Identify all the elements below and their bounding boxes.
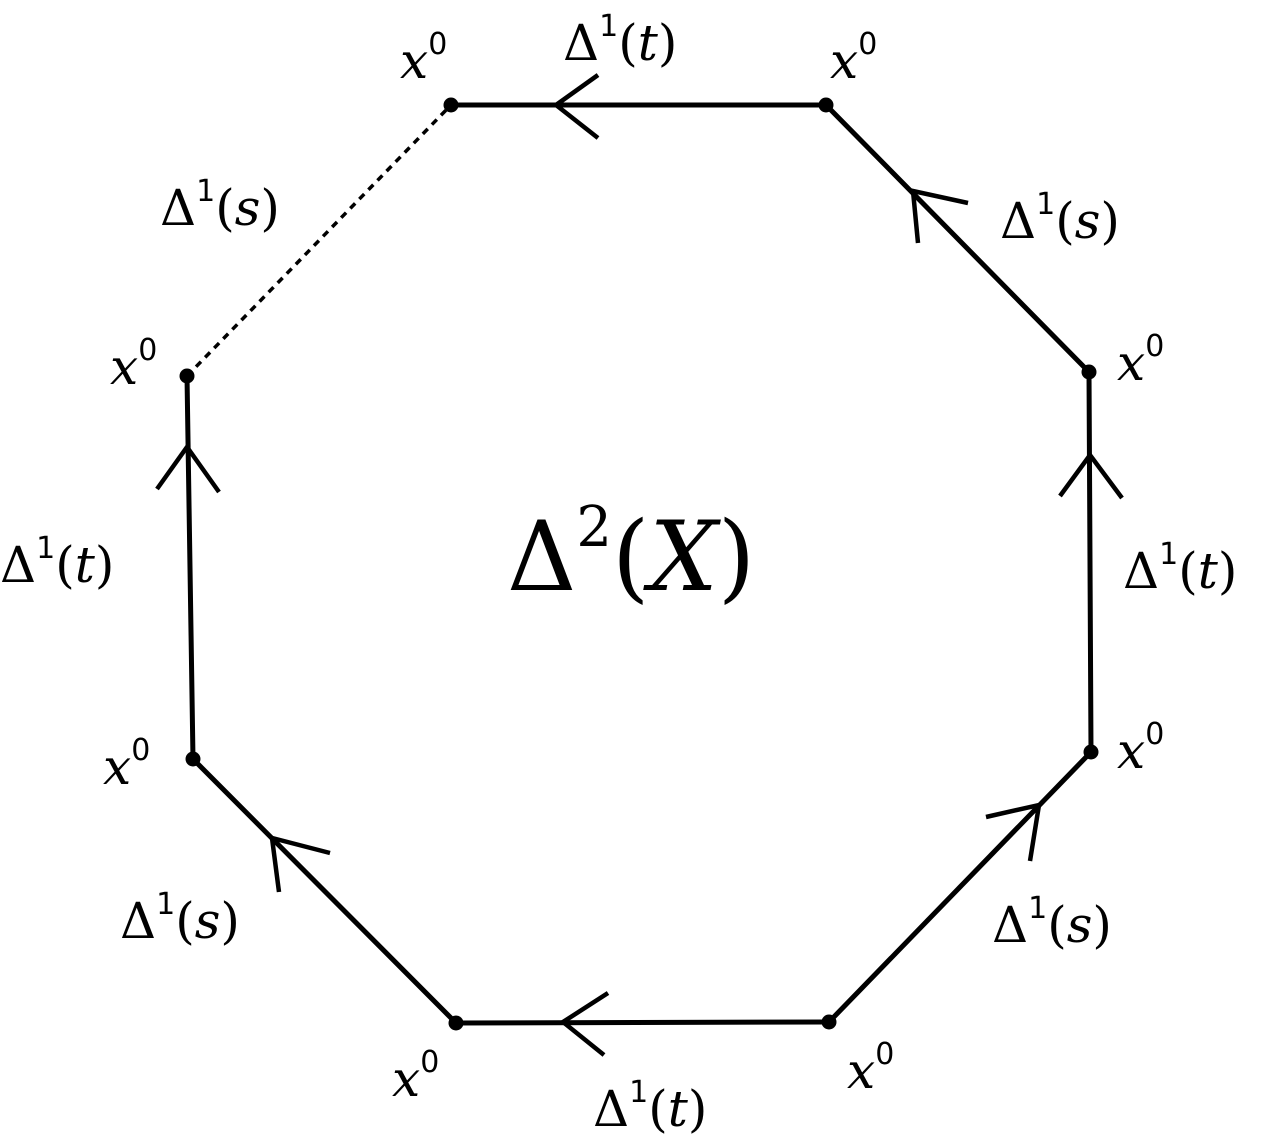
vertex-label-right-top: x0 (1117, 329, 1164, 392)
edge-label-lower-right: Δ1(s) (992, 891, 1112, 954)
edge-upper-left-dashed (185, 103, 453, 378)
vertex-top-left (443, 97, 459, 113)
arrow-upper-right-icon (910, 188, 969, 244)
edge-label-top: Δ1(t) (563, 9, 677, 72)
vertex-label-bottom-left: x0 (392, 1045, 439, 1108)
vertex-label-left-bottom: x0 (103, 733, 150, 796)
arrow-left-icon (155, 443, 221, 494)
edge-lower-left (190, 756, 459, 1026)
edge-lower-right (826, 749, 1094, 1025)
vertex-bottom-left (448, 1015, 464, 1031)
vertex-right-bottom (1083, 744, 1099, 760)
edge-left (184, 373, 196, 762)
arrow-lower-left-icon (269, 834, 331, 893)
vertex-label-left-top: x0 (110, 333, 157, 396)
edge-upper-right (823, 102, 1092, 375)
edge-label-upper-right: Δ1(s) (1000, 187, 1120, 250)
edge-right (1086, 369, 1094, 755)
vertex-left-top (179, 368, 195, 384)
vertex-right-top (1081, 364, 1097, 380)
vertex-left-bottom (185, 751, 201, 767)
arrow-top-icon (552, 73, 600, 140)
center-label: Δ2(X) (507, 495, 755, 613)
edge-label-right: Δ1(t) (1123, 537, 1237, 600)
edge-label-upper-left: Δ1(s) (160, 174, 280, 237)
vertex-top-right (818, 97, 834, 113)
edge-label-lower-left: Δ1(s) (120, 887, 240, 950)
edge-bottom (453, 1019, 832, 1026)
edge-label-left: Δ1(t) (0, 531, 114, 594)
vertex-label-top-left: x0 (400, 27, 447, 90)
arrow-bottom-icon (559, 991, 610, 1057)
arrow-lower-right-icon (985, 802, 1042, 862)
vertex-label-top-right: x0 (830, 27, 877, 90)
vertex-label-right-bottom: x0 (1117, 717, 1164, 780)
arrow-right-icon (1058, 451, 1124, 500)
vertex-bottom-right (821, 1014, 837, 1030)
vertex-label-bottom-right: x0 (847, 1037, 894, 1100)
edge-label-bottom: Δ1(t) (593, 1075, 707, 1138)
